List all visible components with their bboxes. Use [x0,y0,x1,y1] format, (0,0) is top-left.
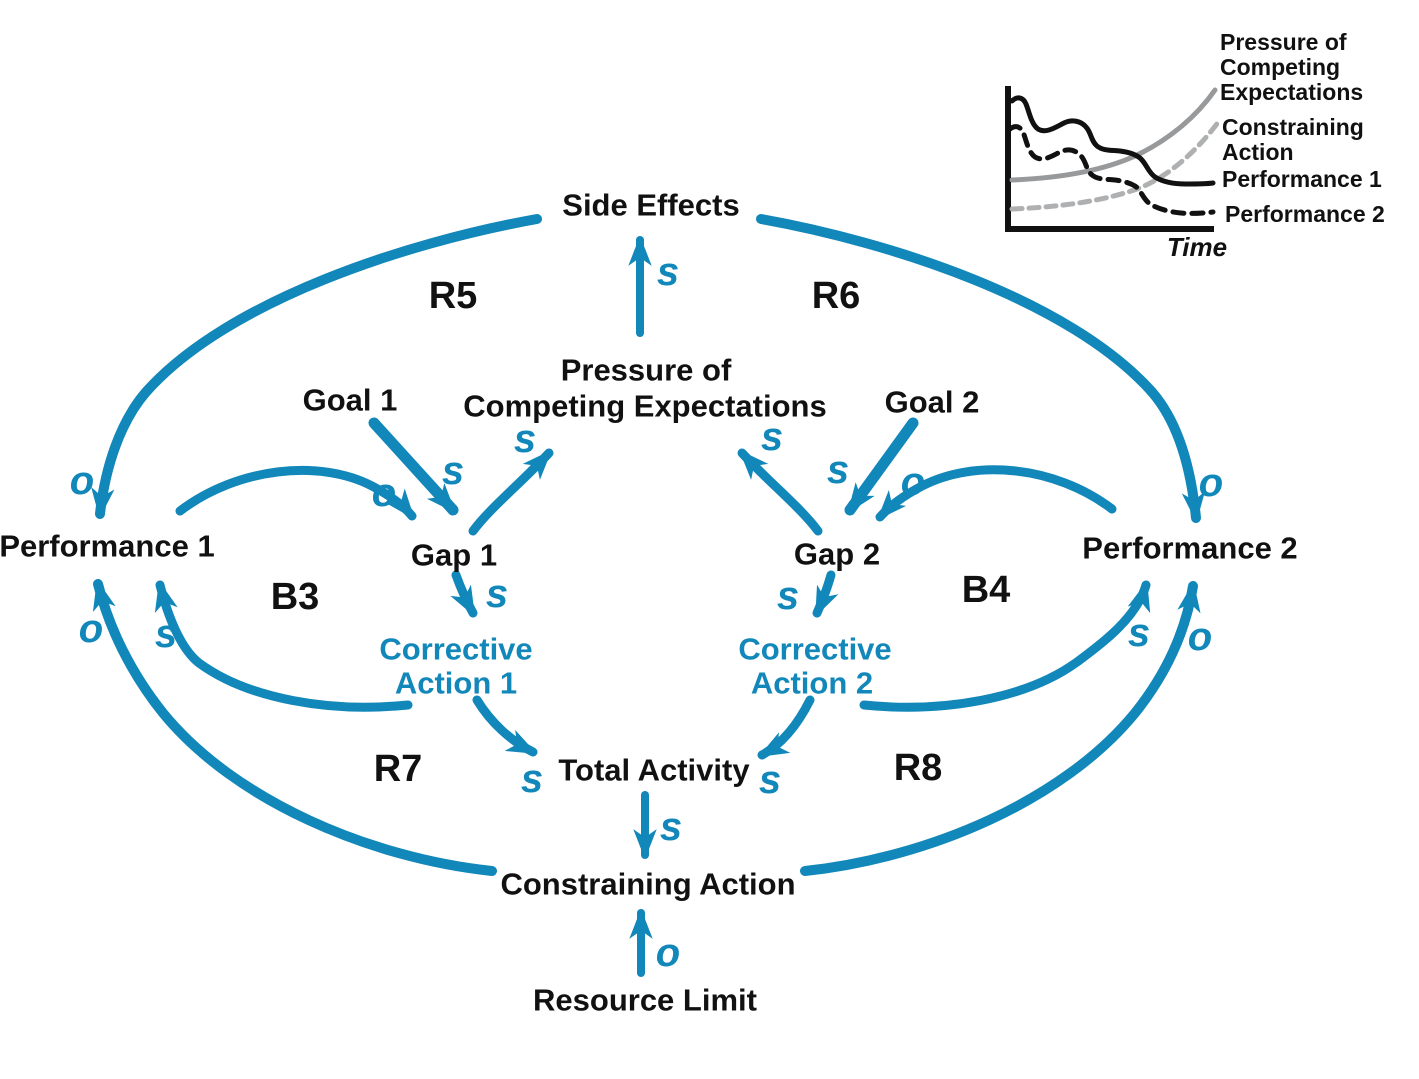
node-gap1: Gap 1 [411,538,497,573]
polarity-corrective2-perf2: s [1128,611,1150,655]
legend-performance1: Performance 1 [1222,166,1382,192]
polarity-corrective2-total: s [759,758,781,802]
inset-time-axis-label: Time [1167,232,1227,262]
loop-label-b3: B3 [271,576,320,618]
polarity-resource-constraining: o [656,931,680,975]
link-gap1-to-corrective1 [450,570,478,618]
polarity-constraining-perf1: o [79,607,103,651]
polarity-gap2-pressure: s [761,415,783,459]
polarity-total-constraining: s [660,805,682,849]
node-corrective1-line2: Action 1 [395,666,517,701]
legend-pressure-line3: Expectations [1220,79,1363,105]
legend-constraining-line2: Action [1222,139,1294,165]
node-pressure-line2: Competing Expectations [463,389,826,424]
node-performance2: Performance 2 [1082,531,1297,566]
polarity-labels-group: s o o s o s s s o s s s o s o s s s o [70,250,1223,975]
node-pressure-line1: Pressure of [561,353,732,388]
link-performance2-to-gap2 [875,465,1117,522]
link-corrective1-to-total-activity [472,695,538,757]
link-constraining-to-performance2 [800,581,1201,876]
polarity-gap2-corrective2: s [777,574,799,618]
node-corrective1-line1: Corrective [379,632,532,667]
node-corrective2-line2: Action 2 [751,666,873,701]
inset-line-pressure [1009,87,1218,183]
loop-label-r5: R5 [429,275,478,317]
polarity-pressure-side: s [657,250,679,294]
polarity-goal2-gap2: s [827,448,849,492]
node-constraining-action: Constraining Action [500,867,795,902]
polarity-goal1-gap1: s [442,449,464,493]
inset-legend: Pressure of Competing Expectations Const… [1167,29,1385,262]
node-performance1: Performance 1 [0,529,215,564]
link-corrective2-to-total-activity [757,695,815,760]
polarity-side-performance2: o [1199,461,1223,505]
inset-axes [1005,86,1214,232]
loop-label-r8: R8 [894,747,943,789]
node-side-effects: Side Effects [562,188,739,223]
polarity-corrective1-perf1: s [155,612,177,656]
link-corrective1-to-performance1 [154,580,413,712]
legend-performance2: Performance 2 [1225,201,1385,227]
node-labels-group: Side Effects Pressure of Competing Expec… [0,188,1298,1018]
node-total-activity: Total Activity [558,753,750,788]
node-goal1: Goal 1 [303,383,398,418]
inset-line-performance2 [1007,124,1216,216]
link-side-effects-to-performance1 [91,214,542,519]
polarity-performance1-gap1: o [372,471,396,515]
loop-label-r7: R7 [374,748,423,790]
polarity-performance2-gap2: o [901,460,925,504]
polarity-side-performance1: o [70,459,94,503]
inset-line-performance1 [1009,95,1216,187]
link-side-effects-to-performance2 [756,214,1206,523]
node-goal2: Goal 2 [885,385,980,420]
link-performance1-to-gap1 [175,465,417,521]
inset-chart: Pressure of Competing Expectations Const… [1005,29,1385,262]
link-gap2-to-corrective2 [812,570,839,618]
polarity-corrective1-total: s [521,757,543,801]
legend-pressure-line1: Pressure of [1220,29,1347,55]
link-constraining-to-performance1 [92,579,497,876]
node-gap2: Gap 2 [794,537,880,572]
legend-constraining-line1: Constraining [1222,114,1364,140]
link-gap1-to-pressure [468,448,554,536]
legend-pressure-line2: Competing [1220,54,1340,80]
node-corrective2-line1: Corrective [738,632,891,667]
link-corrective2-to-performance2 [859,580,1151,712]
polarity-gap1-pressure: s [514,417,536,461]
link-goal1-to-gap1 [368,417,459,516]
loop-label-r6: R6 [812,275,861,317]
polarity-constraining-perf2: o [1188,615,1212,659]
links-group [91,214,1206,977]
link-goal2-to-gap2 [844,417,919,516]
polarity-gap1-corrective1: s [486,572,508,616]
node-resource-limit: Resource Limit [533,983,757,1018]
loop-label-b4: B4 [962,569,1011,611]
loop-labels-group: R5 R6 B3 B4 R7 R8 [271,275,1011,790]
link-gap2-to-pressure [737,448,823,536]
